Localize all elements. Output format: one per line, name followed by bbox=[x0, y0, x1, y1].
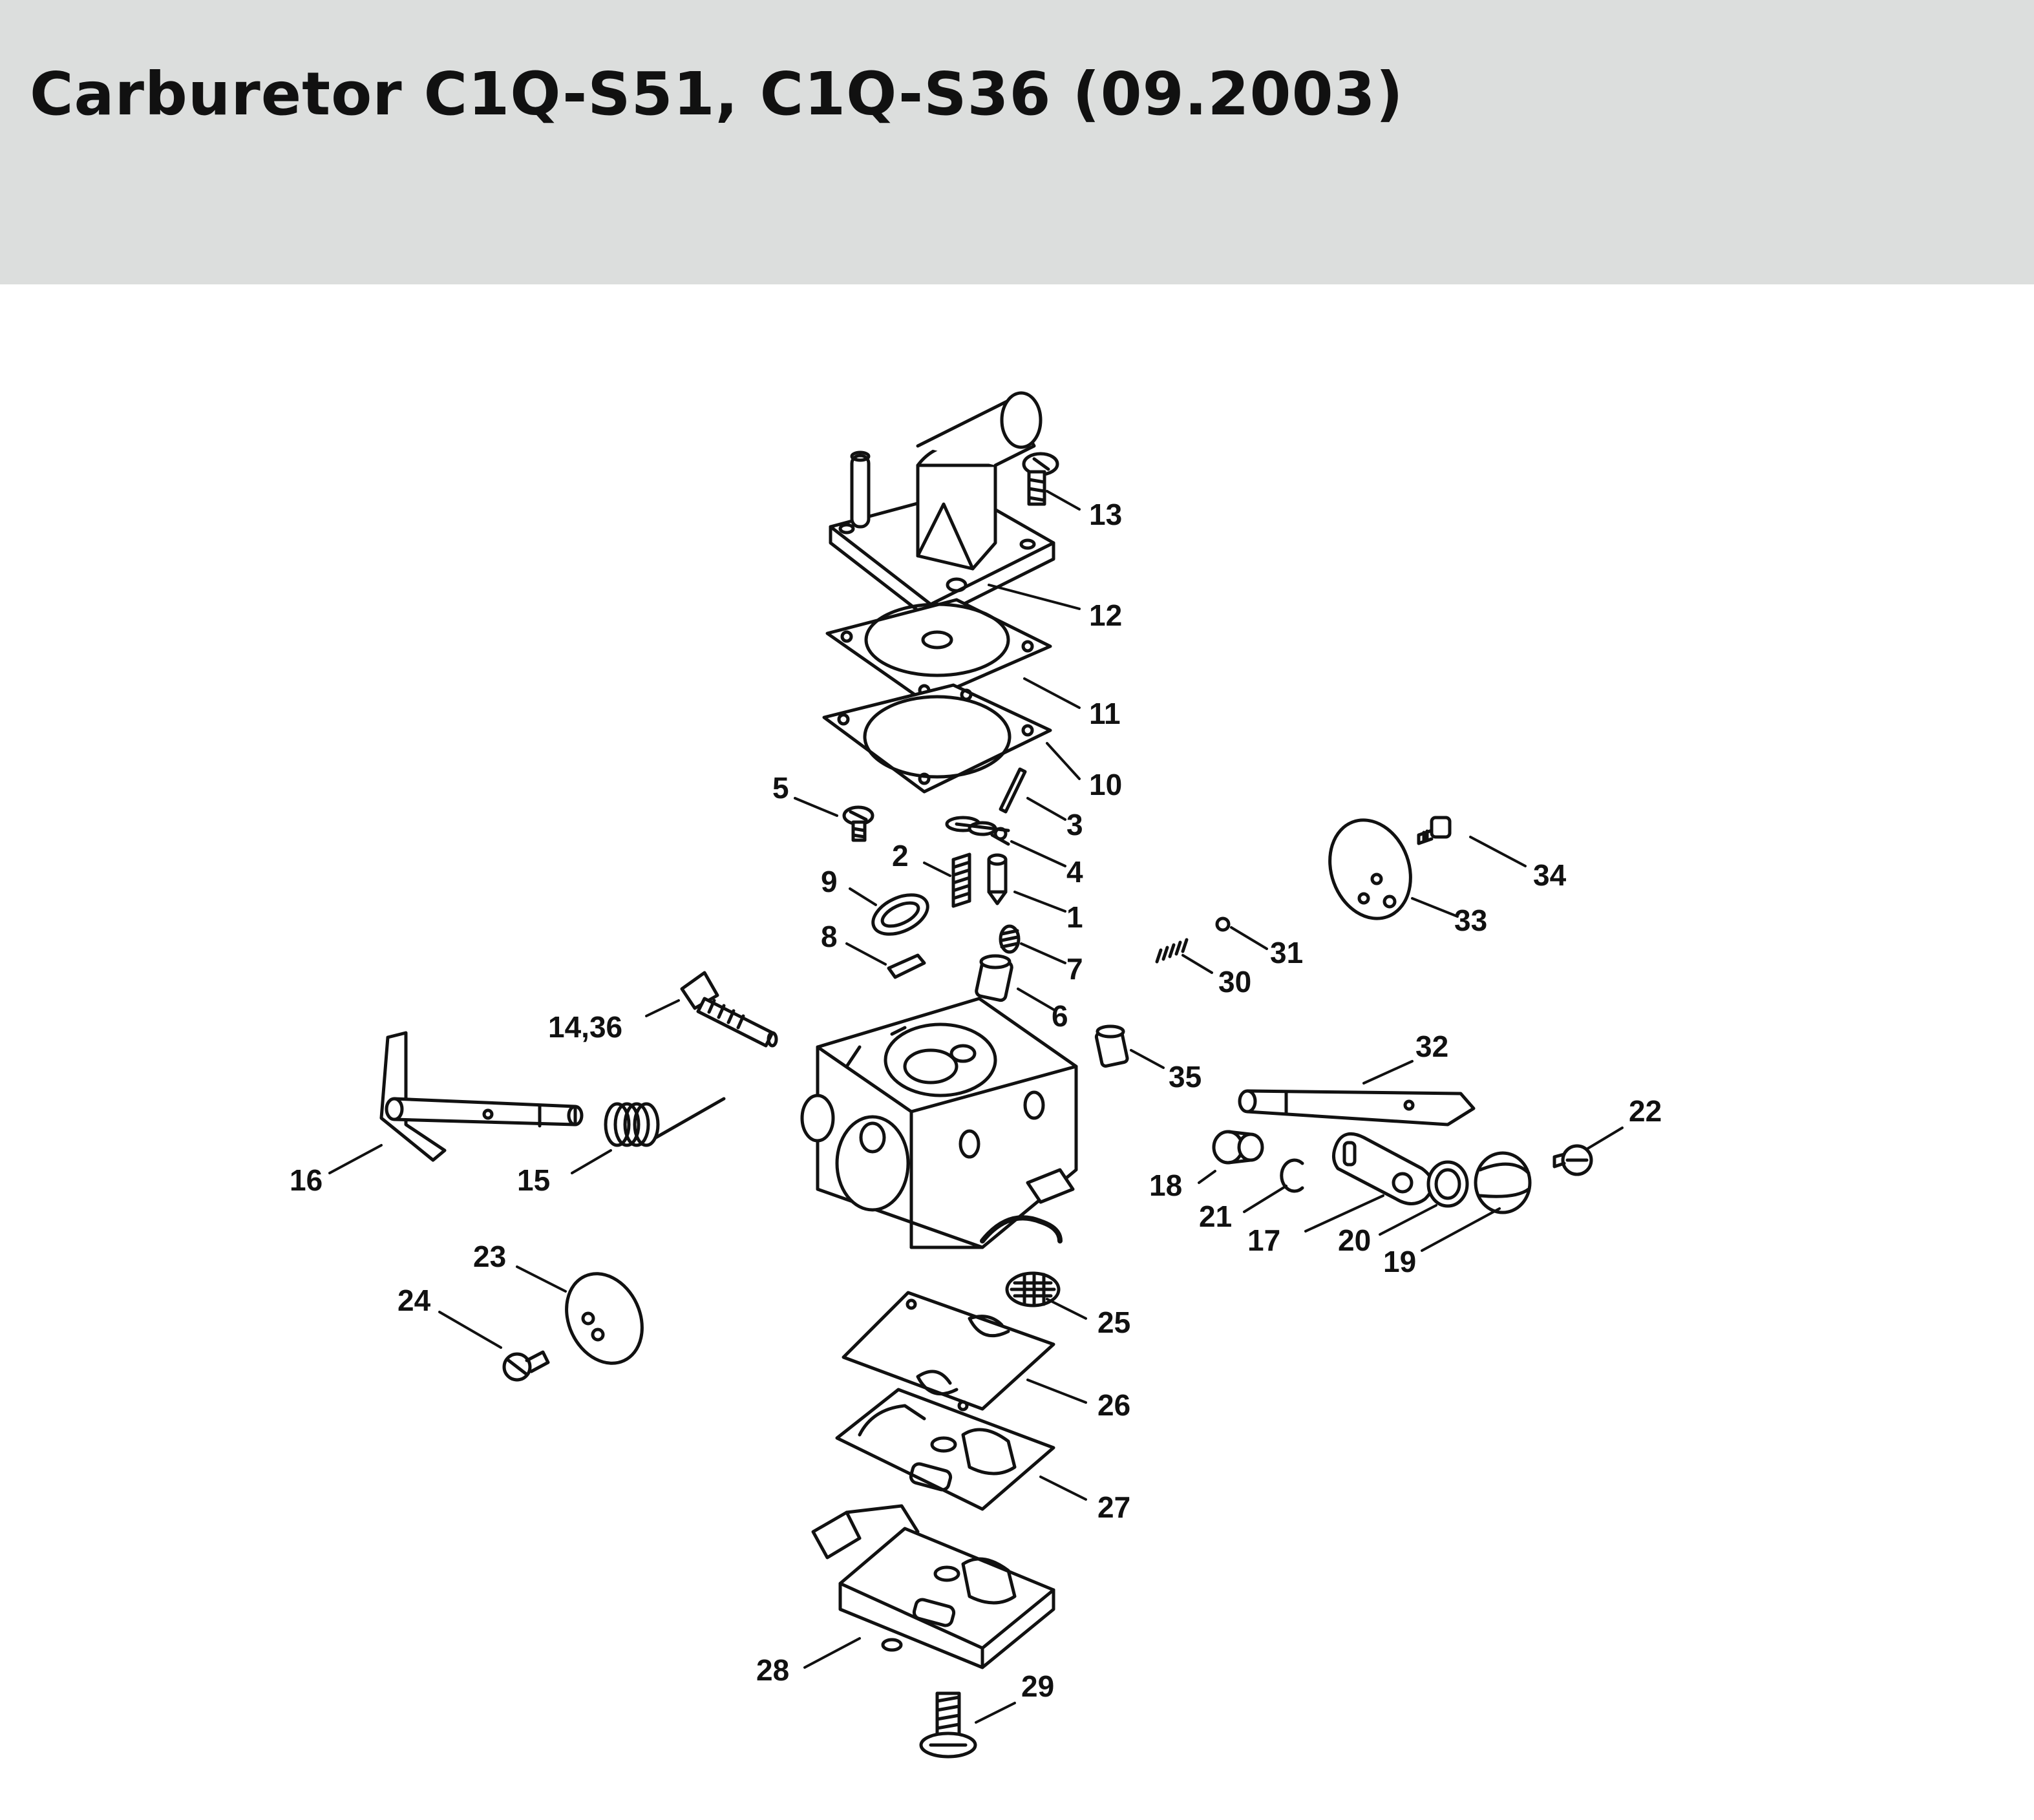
part-5-screw bbox=[842, 805, 874, 842]
callout-10: 10 bbox=[1089, 768, 1122, 801]
callout-20: 20 bbox=[1338, 1223, 1371, 1257]
part-25-screen bbox=[1005, 1271, 1061, 1307]
part-8-plug bbox=[887, 953, 926, 979]
callout-15: 15 bbox=[517, 1163, 550, 1197]
part-9-seal bbox=[871, 893, 929, 936]
part-17-lever bbox=[1332, 1132, 1434, 1205]
carburetor-body bbox=[800, 997, 1078, 1249]
callout-32: 32 bbox=[1415, 1030, 1448, 1063]
callout-31: 31 bbox=[1270, 936, 1303, 969]
callout-4: 4 bbox=[1066, 855, 1083, 889]
part-27-gasket bbox=[835, 1388, 1055, 1511]
callout-21: 21 bbox=[1199, 1200, 1232, 1233]
part-12-pump-cover bbox=[829, 391, 1055, 622]
callout-30: 30 bbox=[1218, 965, 1251, 999]
callout-16: 16 bbox=[290, 1163, 323, 1197]
callout-12: 12 bbox=[1089, 598, 1122, 632]
callout-27: 27 bbox=[1097, 1490, 1130, 1524]
callout-35: 35 bbox=[1169, 1060, 1202, 1094]
callout-17: 17 bbox=[1247, 1223, 1280, 1257]
part-23-plate bbox=[565, 1272, 644, 1365]
header-band: Carburetor C1Q-S51, C1Q-S36 (09.2003) bbox=[0, 0, 2034, 284]
callout-2: 2 bbox=[892, 839, 909, 873]
part-29-screw bbox=[919, 1691, 977, 1759]
callout-34: 34 bbox=[1533, 858, 1567, 892]
exploded-parts-diagram: 13 12 11 10 5 3 4 2 9 1 8 7 6 14,36 35 3… bbox=[290, 391, 1662, 1759]
part-35-sleeve bbox=[1094, 1024, 1129, 1068]
callout-11: 11 bbox=[1089, 697, 1121, 730]
callout-22: 22 bbox=[1629, 1094, 1662, 1128]
callout-23: 23 bbox=[473, 1240, 506, 1273]
part-18-sleeve bbox=[1212, 1130, 1264, 1165]
part-3-pin bbox=[999, 767, 1027, 814]
callout-14-36: 14,36 bbox=[548, 1010, 622, 1044]
callout-29: 29 bbox=[1021, 1669, 1054, 1703]
callout-18: 18 bbox=[1149, 1169, 1182, 1202]
part-2-spring bbox=[951, 852, 971, 908]
part-33-plate bbox=[1328, 818, 1412, 920]
callout-7: 7 bbox=[1066, 952, 1083, 986]
callout-28: 28 bbox=[756, 1653, 789, 1687]
part-4-lever bbox=[945, 816, 1010, 846]
callout-9: 9 bbox=[821, 865, 838, 898]
part-28-end-cover bbox=[811, 1504, 1055, 1669]
leader-lines bbox=[328, 490, 1624, 1724]
part-13-screw bbox=[1022, 452, 1059, 506]
part-10-gasket bbox=[822, 683, 1052, 794]
part-19-knob bbox=[1474, 1151, 1532, 1214]
part-15-spring bbox=[604, 1097, 726, 1147]
part-30-spring bbox=[1155, 938, 1189, 964]
part-7-spring bbox=[999, 924, 1021, 954]
callout-25: 25 bbox=[1097, 1306, 1130, 1339]
callout-19: 19 bbox=[1383, 1245, 1416, 1278]
part-32-choke-shaft bbox=[1238, 1089, 1476, 1127]
callout-13: 13 bbox=[1089, 498, 1122, 531]
part-6-sleeve bbox=[975, 954, 1013, 1002]
part-31-ball bbox=[1215, 916, 1231, 932]
part-21-clip bbox=[1280, 1158, 1304, 1193]
page-title: Carburetor C1Q-S51, C1Q-S36 (09.2003) bbox=[30, 59, 1404, 129]
part-26-metering-diaphragm bbox=[842, 1291, 1055, 1412]
part-11-diaphragm bbox=[825, 598, 1052, 703]
part-16-throttle-shaft bbox=[379, 1031, 584, 1162]
callout-6: 6 bbox=[1052, 999, 1068, 1033]
part-20-washer bbox=[1426, 1160, 1469, 1208]
callout-1: 1 bbox=[1066, 900, 1083, 934]
callout-labels: 13 12 11 10 5 3 4 2 9 1 8 7 6 14,36 35 3… bbox=[290, 498, 1662, 1703]
part-22-screw bbox=[1552, 1144, 1593, 1176]
callout-5: 5 bbox=[772, 771, 789, 805]
part-1-inlet-needle bbox=[987, 853, 1008, 905]
callout-26: 26 bbox=[1097, 1388, 1130, 1422]
part-34-screw bbox=[1417, 816, 1452, 845]
callout-3: 3 bbox=[1066, 808, 1083, 841]
part-14-36-adjusting-screw bbox=[680, 971, 778, 1048]
callout-8: 8 bbox=[821, 920, 838, 953]
callout-24: 24 bbox=[397, 1284, 431, 1317]
part-24-screw bbox=[502, 1350, 550, 1382]
callout-33: 33 bbox=[1454, 904, 1487, 937]
